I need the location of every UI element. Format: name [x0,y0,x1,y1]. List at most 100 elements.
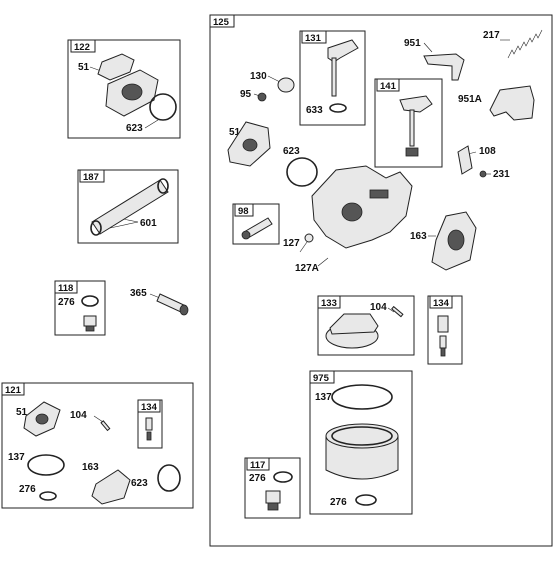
label-130: 130 [250,71,267,82]
label-108: 108 [479,146,496,157]
label-217: 217 [483,30,500,41]
label-137: 137 [315,392,332,403]
label-623: 623 [283,146,300,157]
screw-95 [257,92,267,102]
bowl-nut-body [265,490,281,504]
float-bowl-inner [331,426,393,446]
label-51: 51 [78,62,90,73]
needle-valve-seat [437,315,449,333]
label-623: 623 [126,123,143,134]
needle-valve-tip [146,431,152,441]
choke-plate-130 [277,77,295,93]
label-231: 231 [493,169,510,180]
carburetor-lever [369,189,389,199]
plug-thread [85,325,95,332]
group-134: 134 [427,295,463,365]
group-125-tag: 125 [213,17,230,28]
label-137: 137 [8,452,25,463]
gasket-51 [97,53,135,81]
o-ring-623 [286,157,318,187]
group-118: 118 276 [54,280,106,336]
group-187-tag: 187 [83,172,99,183]
choke-shaft [409,109,415,147]
choke-shaft-lever [399,95,433,113]
float-top [329,313,379,335]
group-975: 975 137 276 [309,370,413,515]
float-bowl-rim [325,423,399,449]
washer-276 [355,494,377,506]
label-276: 276 [58,297,75,308]
group-122-tag: 122 [74,42,90,53]
label-95: 95 [240,89,252,100]
group-133-tag: 133 [321,298,337,309]
needle-valve-body [145,417,153,431]
carburetor-throat [341,202,363,222]
group-98-tag: 98 [238,206,249,217]
label-951: 951 [404,38,421,49]
label-951A: 951A [458,94,482,105]
label-51: 51 [229,127,241,138]
seal-633 [329,103,347,113]
label-633: 633 [306,105,323,116]
label-163: 163 [82,462,99,473]
idle-screw-head [241,230,251,240]
label-163: 163 [410,231,427,242]
clamp-601-b [157,178,169,194]
label-104: 104 [70,410,87,421]
pin-104 [100,420,111,432]
group-134-tag: 134 [433,298,450,309]
group-122: 122 51 623 [67,39,181,139]
choke-shaft-seal [405,147,419,157]
fuel-tube [91,179,169,235]
spring-217 [507,29,543,59]
plate-108 [457,145,473,175]
group-141-tag: 141 [380,81,397,92]
label-623: 623 [131,478,148,489]
clamp-601-a [90,220,102,236]
group-134-small: 134 [137,399,163,449]
manifold-port [121,83,143,101]
gasket-163-hole [447,229,465,251]
bowl-gasket-137 [331,384,393,410]
gasket-51-hole [242,138,258,152]
washer-276 [273,471,293,483]
gasket-51-hole [35,413,49,425]
fitting-365-end [179,304,189,316]
group-187: 187 601 [77,169,179,244]
carburetor-body [311,165,413,249]
label-127A: 127A [295,263,319,274]
o-ring-623 [149,93,177,121]
group-134-tag: 134 [141,402,158,413]
group-117-tag: 117 [250,460,265,471]
o-ring-137 [27,454,65,476]
group-131-tag: 131 [305,33,322,44]
label-104: 104 [370,302,387,313]
o-ring-623 [157,464,181,492]
label-365: 365 [130,288,147,299]
pin-104 [391,305,404,318]
lever-951 [423,53,465,81]
bracket-951A [489,85,535,121]
group-121-tag: 121 [5,385,22,396]
throttle-shaft [331,57,337,97]
label-276: 276 [249,473,266,484]
label-51: 51 [16,407,28,418]
throttle-shaft-lever [327,39,359,63]
label-276: 276 [330,497,347,508]
needle-valve [439,335,447,349]
group-131: 131 633 [299,30,366,126]
group-141: 141 [374,78,443,168]
plug-127 [304,233,314,243]
part-365: 365 [130,288,189,316]
label-127: 127 [283,238,300,249]
group-98: 98 [232,203,280,245]
plug-body [83,315,97,327]
bowl-nut-thread [267,502,279,511]
group-117: 117 276 [244,457,301,519]
group-133: 133 104 [317,295,415,356]
label-276: 276 [19,484,36,495]
group-121: 121 51 104 137 163 276 623 134 [1,382,194,509]
gasket-163 [91,469,131,505]
group-975-tag: 975 [313,373,330,384]
